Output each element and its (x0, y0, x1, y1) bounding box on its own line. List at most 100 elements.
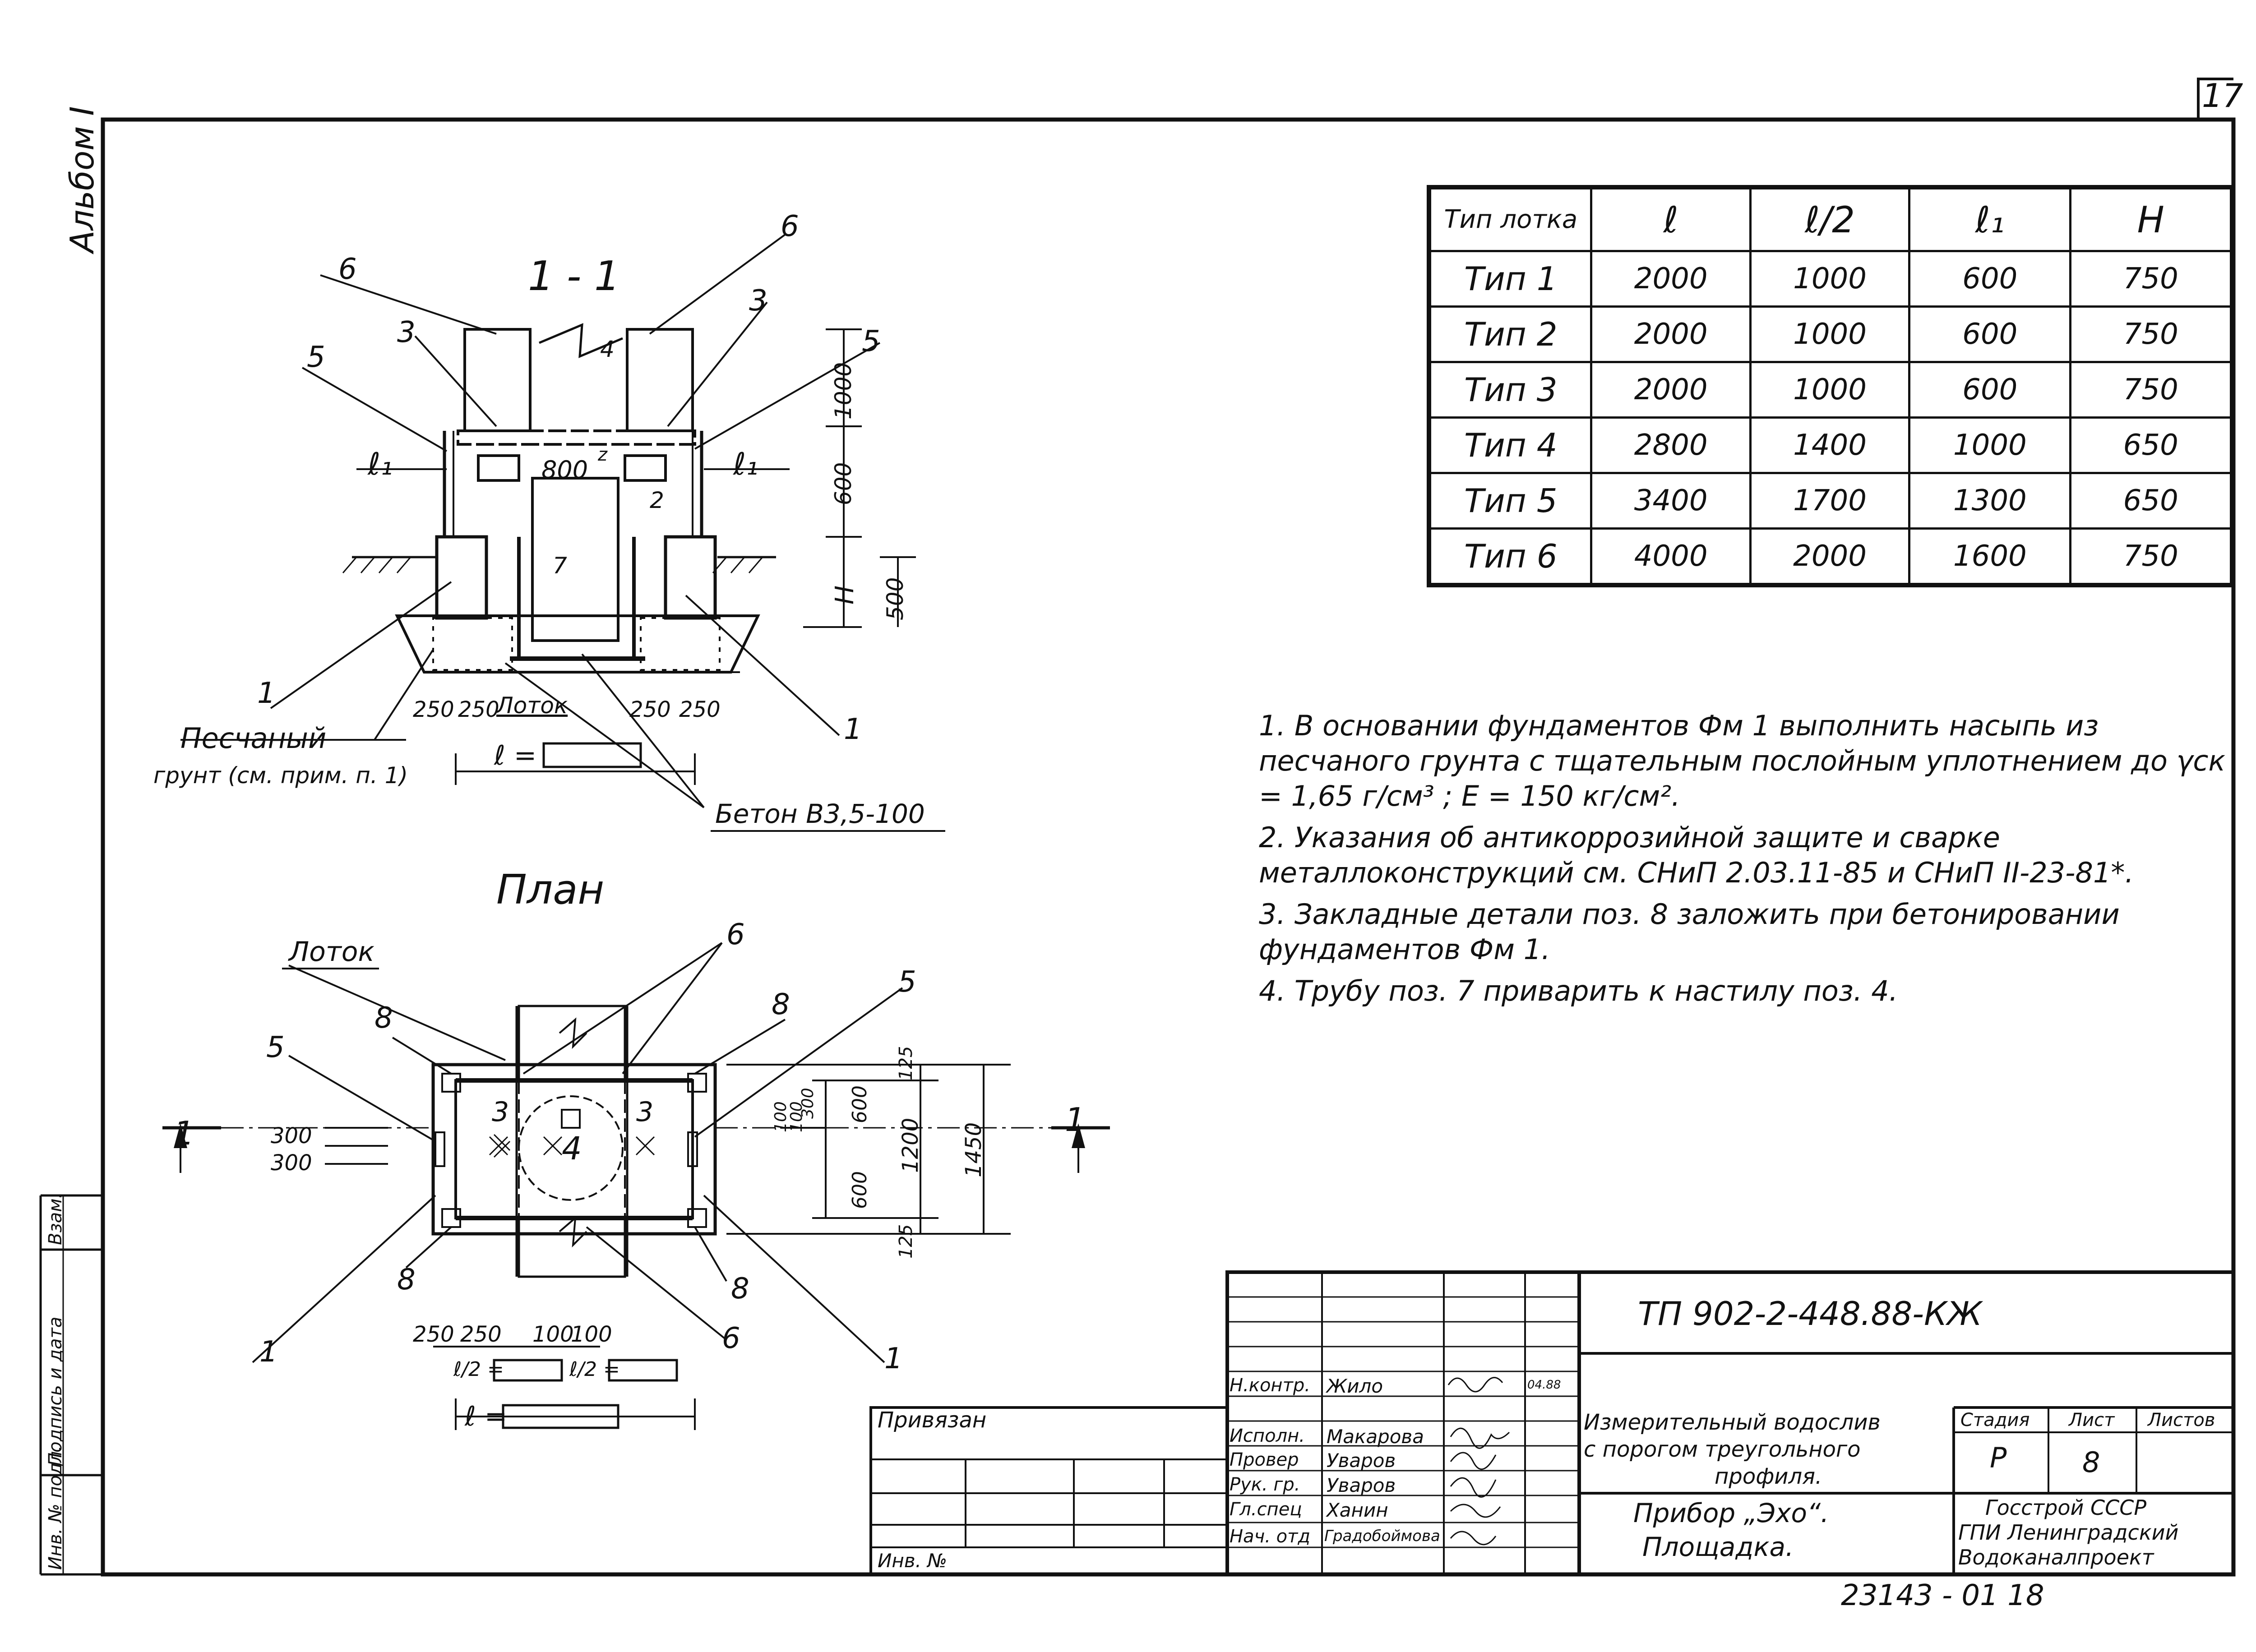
dim-250: 250 (413, 697, 454, 722)
description-line: профиля. (1715, 1464, 1822, 1489)
table-cell: 600 (1908, 305, 2072, 363)
table-row: Тип 2 2000 1000 600 750 (1428, 305, 2233, 363)
person-name: Макарова (1327, 1426, 1424, 1448)
stamp-vzam: Взам. (45, 1192, 66, 1245)
pos-label: 1 (884, 1342, 903, 1375)
dim-half-l: ℓ/2 = (453, 1358, 504, 1381)
table-cell: 4000 (1590, 527, 1752, 586)
description-line: Измерительный водослив (1584, 1410, 1881, 1435)
dim-z: z (598, 444, 607, 465)
table-cell: 750 (2069, 305, 2233, 363)
pos-label: 8 (731, 1272, 749, 1306)
table-cell: 750 (2069, 361, 2233, 419)
lotok-type-table: Тип лотка ℓ ℓ/2 ℓ₁ H Тип 1 2000 1000 600… (1427, 185, 2234, 587)
table-cell: Тип 2 (1428, 305, 1593, 363)
role-label: Нач. отд (1230, 1526, 1311, 1547)
pos-label: 3 (749, 284, 767, 318)
table-row: Тип 4 2800 1400 1000 650 (1428, 416, 2233, 474)
table-cell: Тип 3 (1428, 361, 1593, 419)
pos-label: 8 (397, 1263, 416, 1297)
plan-lotok-underline (282, 968, 379, 969)
dim-e1-left: ℓ₁ (368, 447, 393, 482)
table-header: Тип лотка (1428, 186, 1593, 252)
table-row: Тип 5 3400 1700 1300 650 (1428, 472, 2233, 530)
table-cell: 1000 (1749, 305, 1911, 363)
person-name: Уваров (1327, 1449, 1396, 1472)
inv-no-label: Инв. № (878, 1550, 948, 1572)
album-label: Альбом I (63, 106, 101, 253)
sheet-number: 8 (2082, 1446, 2100, 1479)
pos-label: 2 (650, 487, 664, 513)
dim-300: 300 (271, 1150, 312, 1176)
table-cell: 1000 (1749, 361, 1911, 419)
stage-label: Стадия (1960, 1410, 2030, 1431)
privyazan-label: Привязан (878, 1407, 987, 1433)
role-label: Рук. гр. (1230, 1474, 1300, 1495)
note-item: 2. Указания об антикоррозийной защите и … (1259, 821, 2134, 889)
role-label: Провер (1230, 1449, 1299, 1470)
table-header-row: Тип лотка ℓ ℓ/2 ℓ₁ H (1428, 186, 2233, 252)
section-mark-right: 1 (1065, 1101, 1086, 1139)
dim-600: 600 (848, 1085, 871, 1123)
org-line: Водоканалпроект (1958, 1545, 2154, 1569)
subtitle-line: Прибор „Эхо“. (1633, 1498, 1829, 1528)
dim-e1-right: ℓ₁ (733, 447, 758, 482)
table-cell: Тип 6 (1428, 527, 1593, 586)
table-cell: 750 (2069, 527, 2233, 586)
page-number: 17 (2202, 77, 2243, 115)
section-1-1-drawing (180, 234, 916, 808)
plan-lotok-label: Лоток (289, 936, 374, 968)
pos-label: 6 (722, 1322, 740, 1355)
pos-label: 3 (397, 316, 416, 349)
dim-half-l: ℓ/2 = (569, 1358, 620, 1381)
pos-label: 1 (257, 677, 276, 710)
table-cell: 750 (2069, 250, 2233, 308)
dim-600: 600 (848, 1171, 871, 1209)
dim-500: 500 (882, 577, 908, 620)
table-header: ℓ/2 (1749, 186, 1911, 252)
table-cell: 2000 (1590, 250, 1752, 308)
dim-250: 250 (458, 697, 499, 722)
drawing-code: ТП 902-2-448.88-КЖ (1638, 1295, 1982, 1333)
dim-1000: 1000 (830, 362, 856, 420)
dim-125: 125 (896, 1224, 916, 1259)
dim-1450: 1450 (961, 1122, 986, 1177)
table-cell: 2000 (1749, 527, 1911, 586)
table-header: ℓ (1590, 186, 1752, 252)
page-number-box (2197, 78, 2233, 120)
table-cell: 2800 (1590, 416, 1752, 474)
org-line: ГПИ Ленинградский (1958, 1520, 2179, 1545)
table-cell: 650 (2069, 416, 2233, 474)
sand-note: грунт (см. прим. п. 1) (153, 762, 408, 789)
plan-title: План (496, 866, 605, 914)
description-line: с порогом треугольного (1584, 1437, 1861, 1462)
sheet-label: Лист (2069, 1410, 2115, 1431)
notes-block: 1. В основании фундаментов Фм 1 выполнит… (1259, 708, 2242, 1015)
dim-100: 100 (532, 1322, 574, 1347)
dim-H: H (830, 585, 860, 605)
pos-label: 4 (600, 336, 615, 362)
person-name: Градобоймова (1324, 1527, 1440, 1545)
pos-label: 8 (772, 988, 790, 1021)
pos-label: 3 (636, 1096, 654, 1128)
table-header: ℓ₁ (1908, 186, 2072, 252)
table-row: Тип 3 2000 1000 600 750 (1428, 361, 2233, 419)
table-cell: 1600 (1908, 527, 2072, 586)
table-row: Тип 1 2000 1000 600 750 (1428, 250, 2233, 308)
table-header: H (2069, 186, 2233, 252)
pos-label: 8 (374, 1001, 393, 1035)
title-block-lines (869, 1270, 2235, 1576)
table-cell: 3400 (1590, 472, 1752, 530)
dim-300: 300 (271, 1123, 312, 1149)
pos-label: 6 (726, 918, 745, 951)
dim-100: 100 (571, 1322, 612, 1347)
note-item: 1. В основании фундаментов Фм 1 выполнит… (1259, 709, 2225, 812)
table-cell: 1000 (1908, 416, 2072, 474)
pos-label: 5 (266, 1031, 285, 1064)
dim-800: 800 (541, 456, 588, 484)
org-line: Госстрой СССР (1985, 1495, 2147, 1520)
table-cell: Тип 1 (1428, 250, 1593, 308)
stage-value: Р (1990, 1441, 2007, 1474)
dim-l-eq: ℓ = (494, 740, 537, 771)
